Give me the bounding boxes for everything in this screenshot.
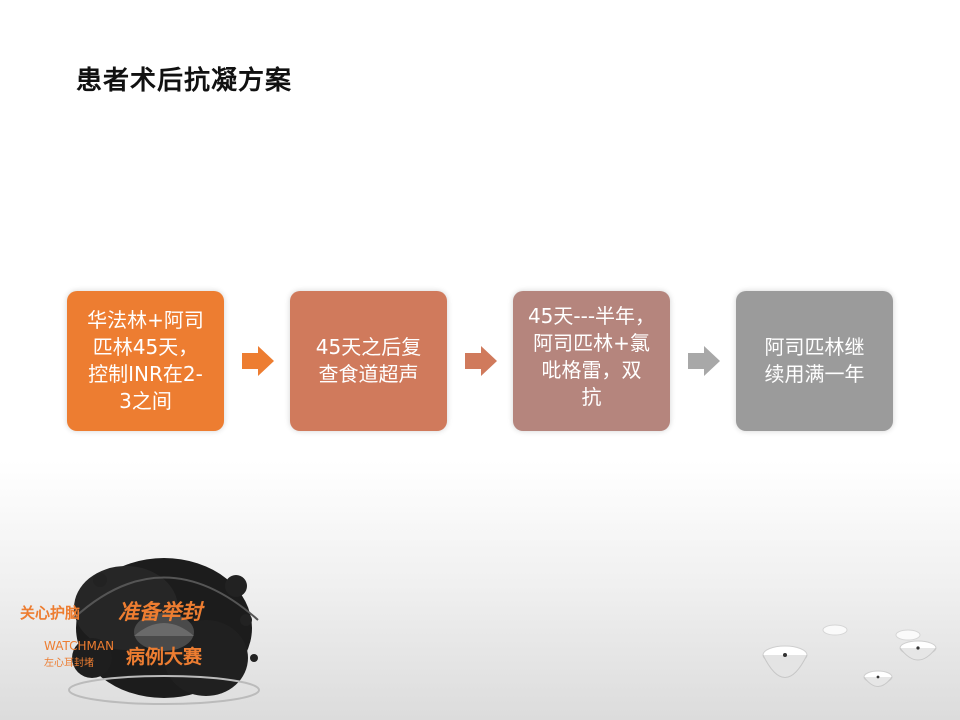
slide-title: 患者术后抗凝方案 — [76, 66, 293, 96]
ink-splash-icon — [68, 558, 260, 705]
step-3-line-2: 阿司匹林+氯 — [533, 331, 650, 355]
flow-step-1: 华法林+阿司 匹林45天， 控制INR在2- 3之间 — [67, 291, 224, 431]
logo-slogan: 关心护脑 — [20, 604, 81, 622]
step-3-line-3: 吡格雷，双 — [541, 358, 642, 382]
step-1-line-1: 华法林+阿司 — [87, 308, 204, 332]
step-1-line-2: 匹林45天， — [92, 335, 199, 359]
step-1-line-3: 控制INR在2- — [88, 362, 203, 386]
flow-step-2: 45天之后复 查食道超声 — [290, 291, 447, 431]
flow-step-3: 45天---半年， 阿司匹林+氯 吡格雷，双 抗 — [513, 291, 670, 431]
flow-step-4: 阿司匹林继 续用满一年 — [736, 291, 893, 431]
logo-script-text: 准备举封 — [118, 600, 202, 624]
arrow-right-icon — [465, 346, 497, 376]
step-4-line-1: 阿司匹林继 — [764, 335, 865, 359]
step-3-line-4: 抗 — [581, 385, 602, 409]
event-logo: 关心护脑 准备举封 WATCHMAN 左心耳封堵 病例大赛 — [14, 540, 264, 715]
step-1-line-4: 3之间 — [119, 389, 172, 413]
logo-brand: WATCHMAN — [44, 639, 115, 653]
logo-brand-sub: 左心耳封堵 — [44, 658, 94, 669]
step-4-line-2: 续用满一年 — [764, 362, 865, 386]
arrow-right-icon — [688, 346, 720, 376]
logo-contest-text: 病例大赛 — [126, 646, 203, 668]
arrow-1-shape — [242, 346, 274, 376]
step-3-line-1: 45天---半年， — [527, 304, 656, 328]
step-2-line-2: 查食道超声 — [318, 362, 419, 386]
arrow-3-shape — [688, 346, 720, 376]
device-illustration-icon — [762, 624, 937, 687]
arrow-2-shape — [465, 346, 497, 376]
step-2-line-1: 45天之后复 — [315, 335, 422, 359]
arrow-right-icon — [242, 346, 274, 376]
